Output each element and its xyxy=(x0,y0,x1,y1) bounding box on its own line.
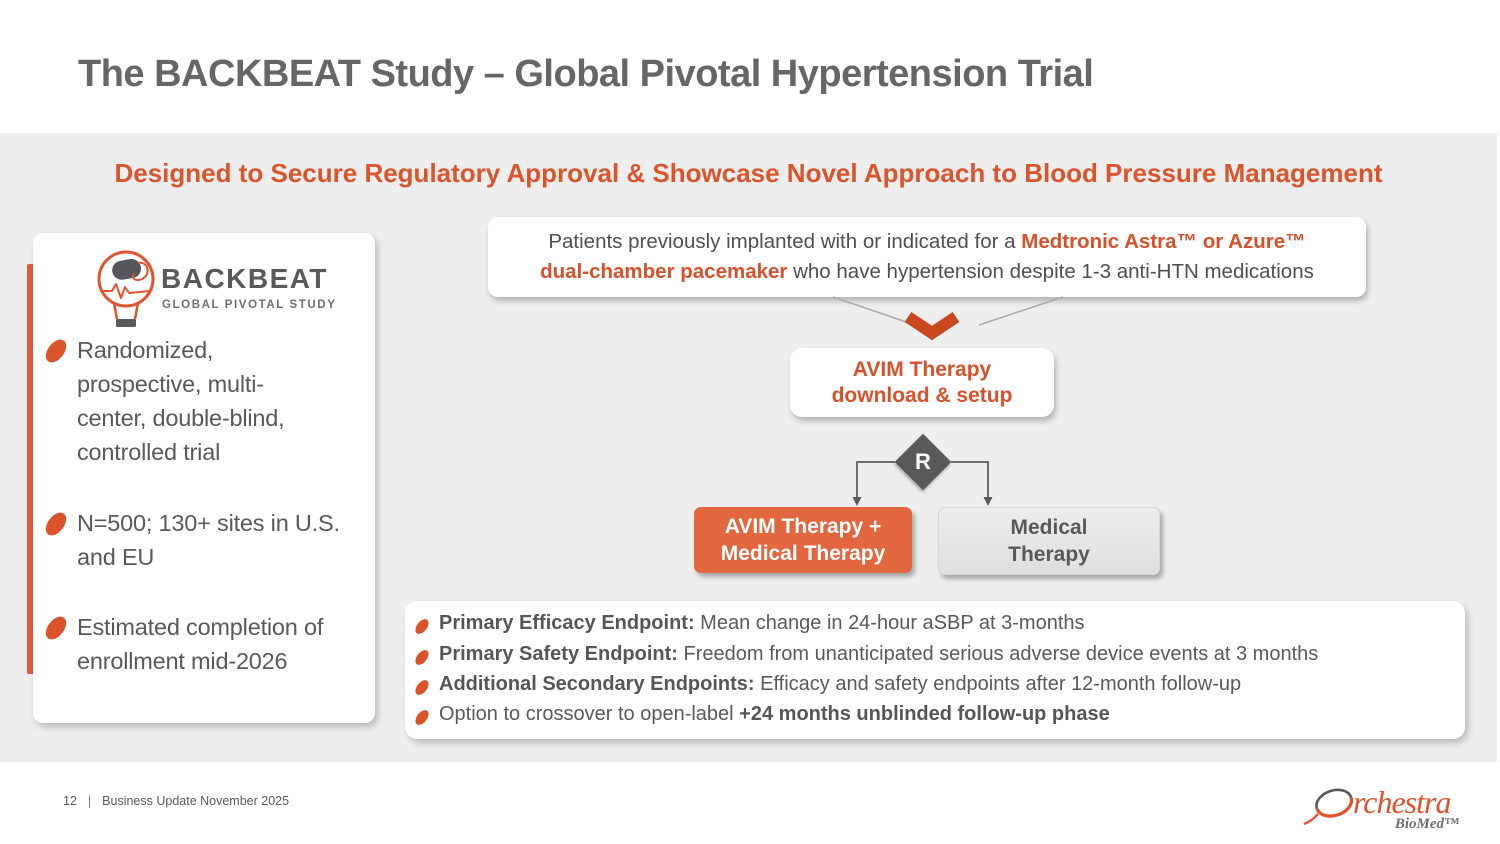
endpoint-crossover: Option to crossover to open-label +24 mo… xyxy=(412,703,1110,728)
patient-text-highlight: dual-chamber pacemaker xyxy=(540,260,788,283)
bullet-icon xyxy=(412,677,432,698)
biomed-wordmark: BioMed™ xyxy=(1394,816,1459,832)
slide-subtitle: Designed to Secure Regulatory Approval &… xyxy=(114,158,1383,188)
footer: 12 | Business Update November 2025 xyxy=(63,794,289,808)
backbeat-logo-name: BACKBEAT xyxy=(161,263,329,294)
bullet-icon xyxy=(412,616,432,637)
patient-text-highlight: Medtronic Astra™ or Azure™ xyxy=(1021,230,1306,253)
backbeat-lightbulb-pacemaker-icon xyxy=(97,250,155,327)
page-number: 12 xyxy=(63,794,77,808)
bullet-icon xyxy=(41,508,71,540)
patient-population-box: Patients previously implanted with or in… xyxy=(488,217,1366,297)
patient-text: Patients previously implanted with or in… xyxy=(548,230,1022,253)
study-bullet-design: Randomized, prospective, multi- center, … xyxy=(41,333,285,469)
bullet-icon xyxy=(41,335,71,367)
arm-medical-therapy-box: Medical Therapy xyxy=(938,507,1160,575)
footer-separator: | xyxy=(87,794,92,808)
study-summary-card: BACKBEAT GLOBAL PIVOTAL STUDY Randomized… xyxy=(33,233,375,723)
endpoints-box: Primary Efficacy Endpoint: Mean change i… xyxy=(405,601,1465,739)
bullet-icon xyxy=(412,647,432,668)
bullet-icon xyxy=(41,612,71,644)
endpoint-primary-efficacy: Primary Efficacy Endpoint: Mean change i… xyxy=(412,612,1085,637)
patient-text: who have hypertension despite 1-3 anti-H… xyxy=(787,260,1314,283)
orchestra-biomed-logo: rchestra BioMed™ xyxy=(1303,784,1459,832)
avim-setup-box: AVIM Therapy download & setup xyxy=(790,348,1054,417)
study-bullet-enrollment-size: N=500; 130+ sites in U.S. and EU xyxy=(41,506,340,574)
study-bullet-completion: Estimated completion of enrollment mid-2… xyxy=(41,610,323,678)
endpoint-primary-safety: Primary Safety Endpoint: Freedom from un… xyxy=(412,643,1318,668)
backbeat-logo-tagline: GLOBAL PIVOTAL STUDY xyxy=(162,299,337,311)
randomization-arrows xyxy=(852,461,993,506)
flow-funnel-chevron-icon xyxy=(832,296,1064,341)
slide-title: The BACKBEAT Study – Global Pivotal Hype… xyxy=(78,53,1094,95)
bullet-icon xyxy=(412,707,432,728)
endpoint-secondary: Additional Secondary Endpoints: Efficacy… xyxy=(412,673,1241,698)
orchestra-wordmark: rchestra xyxy=(1353,784,1450,820)
footer-label: Business Update November 2025 xyxy=(102,794,290,808)
arm-avim-therapy-box: AVIM Therapy + Medical Therapy xyxy=(694,507,912,573)
